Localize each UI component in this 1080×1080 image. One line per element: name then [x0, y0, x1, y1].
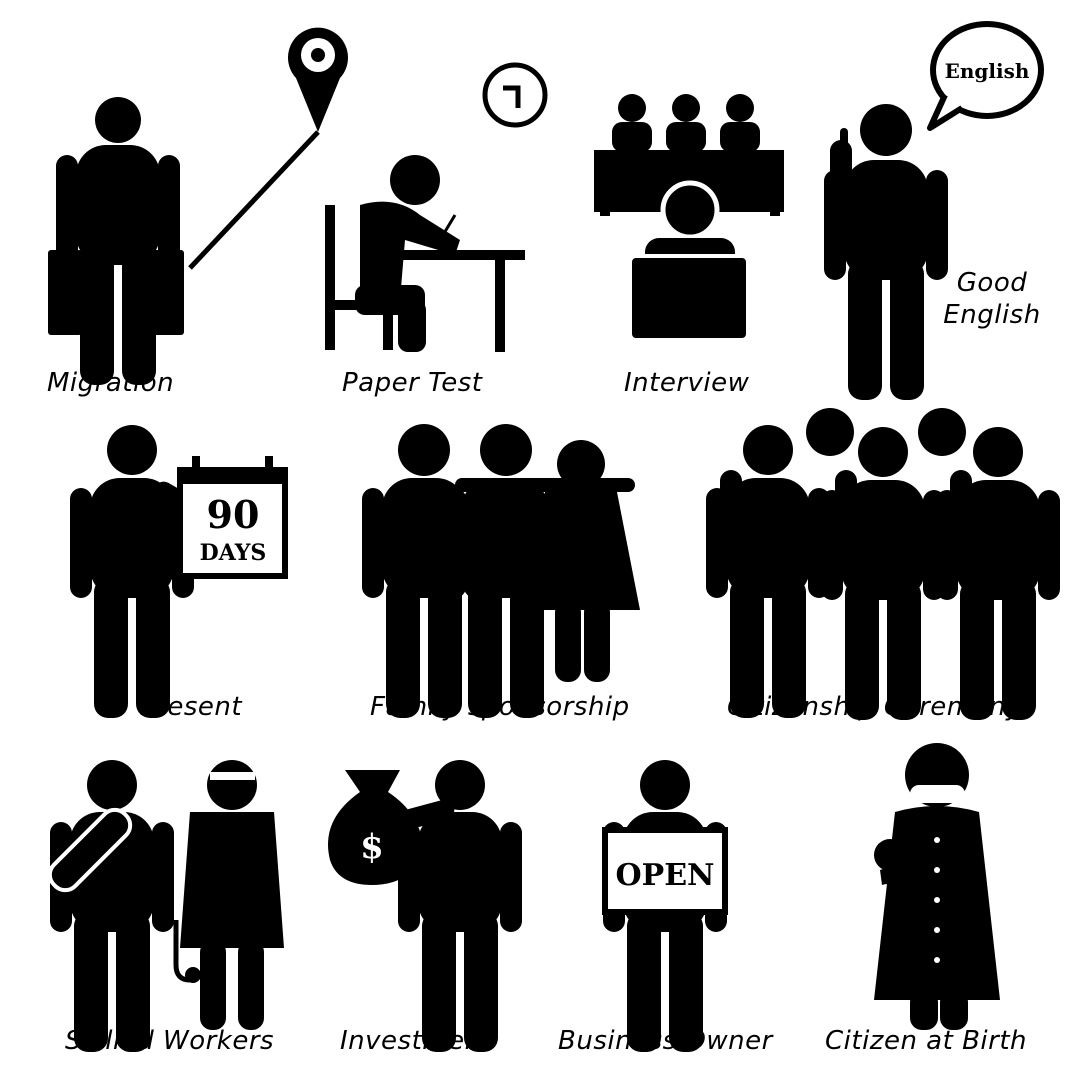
ceremony-figures: [706, 408, 1060, 720]
clock-icon: [482, 62, 548, 128]
speech-bubble-text: English: [945, 59, 1030, 83]
skilled-workers-figures: [47, 760, 284, 1052]
label-citizen-at-birth: Citizen at Birth: [825, 1026, 1027, 1056]
open-sign-text: OPEN: [616, 858, 715, 893]
money-bag-icon: $: [328, 770, 421, 885]
citizen-at-birth-figure: [874, 743, 1000, 1030]
label-paper-test: Paper Test: [342, 368, 483, 398]
label-skilled-workers: Skilled Workers: [65, 1026, 275, 1056]
bag-symbol: $: [360, 827, 384, 867]
label-family-sponsorship: Family sponsorship: [370, 692, 630, 722]
map-pin-icon: [288, 27, 349, 132]
family-figures: [362, 424, 640, 718]
good-english-figure: [824, 104, 948, 400]
migration-figure: [48, 97, 320, 385]
calendar-unit: DAYS: [200, 540, 267, 566]
speech-bubble: English: [927, 21, 1044, 131]
present-figure: [70, 425, 194, 718]
open-sign: OPEN: [602, 827, 728, 915]
label-present: Present: [140, 692, 243, 722]
label-citizenship-ceremony: Citizenship Ceremony: [727, 692, 1022, 722]
interview-figure: [594, 94, 784, 342]
label-investment: Investment: [340, 1026, 493, 1056]
label-interview: Interview: [624, 368, 750, 398]
label-good-english-line-2: English: [943, 300, 1041, 330]
label-migration: Migration: [47, 368, 175, 398]
label-business-owner: Business Owner: [558, 1026, 773, 1056]
calendar-number: 90: [207, 492, 260, 537]
label-good-english-line-1: Good: [956, 268, 1028, 298]
investment-figure: [395, 760, 522, 1052]
business-owner-figure: [603, 760, 727, 1052]
calendar-icon: 90 DAYS: [177, 456, 288, 579]
paper-test-figure: [325, 155, 525, 352]
